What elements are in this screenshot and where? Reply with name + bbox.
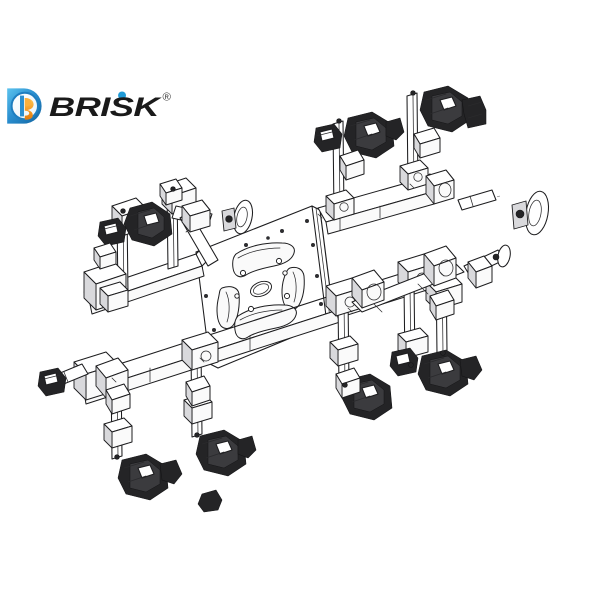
locator-head-assembly xyxy=(313,123,343,153)
pivot-knuckle xyxy=(351,269,385,309)
pivot-knuckle xyxy=(423,245,457,287)
conical-disc-pad xyxy=(511,190,550,236)
logo-wordmark-text: BRISK xyxy=(49,91,163,122)
locator-head-assembly xyxy=(419,85,487,133)
pivot-knuckle-group xyxy=(95,169,493,399)
locator-head-assembly xyxy=(117,453,183,501)
pivot-knuckle xyxy=(425,169,455,205)
connector-fitting xyxy=(105,383,131,415)
clamp-collar-block xyxy=(181,331,219,371)
brisk-wordmark: BRISK ® xyxy=(49,85,181,127)
clamp-collar-block xyxy=(325,189,355,221)
locator-head-assembly xyxy=(97,217,127,247)
conical-disc-pad xyxy=(221,199,254,235)
conical-disc-pad xyxy=(492,244,511,268)
connector-fitting xyxy=(185,375,211,407)
conical-disc-pad-group xyxy=(221,190,550,268)
locator-head-assembly-group xyxy=(37,85,487,513)
connector-fitting xyxy=(413,127,441,159)
locator-head-assembly xyxy=(343,111,405,159)
connector-fitting xyxy=(429,289,455,321)
connector-fitting xyxy=(93,242,117,270)
locator-head-assembly xyxy=(195,429,257,477)
clamp-collar-block xyxy=(103,417,133,449)
locator-head-assembly xyxy=(123,201,173,247)
connector-fitting xyxy=(335,367,361,399)
pivot-knuckle xyxy=(181,199,211,233)
clamp-collar-block xyxy=(329,335,359,367)
connector-fitting xyxy=(339,149,365,181)
locator-head-assembly xyxy=(417,349,483,397)
brisk-monogram-icon xyxy=(4,86,44,126)
locator-head-assembly xyxy=(389,347,419,377)
clamp-collar-block xyxy=(99,281,129,313)
connector-fitting-group xyxy=(93,127,455,415)
connector-fitting xyxy=(159,178,183,206)
clamp-collar-block xyxy=(399,159,429,191)
pivot-knuckle xyxy=(467,255,493,289)
logo-trademark-symbol: ® xyxy=(163,91,172,103)
locator-head-assembly xyxy=(197,489,223,513)
brisk-logo: BRISK ® xyxy=(4,82,176,130)
logo-i-dot xyxy=(118,91,126,100)
locator-head-assembly xyxy=(37,367,67,397)
fastener-detail-group xyxy=(111,90,446,460)
